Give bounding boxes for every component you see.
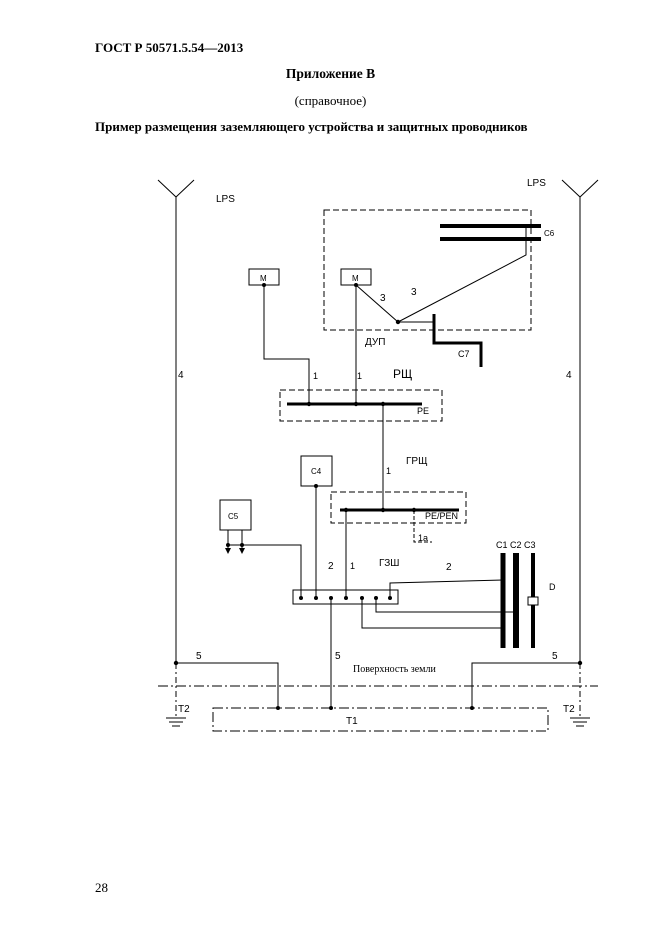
rsch-label: РЩ bbox=[393, 367, 412, 381]
appendix-title: Приложение В bbox=[285, 66, 376, 81]
c5-label: C5 bbox=[228, 512, 239, 521]
air-terminal-right bbox=[561, 179, 599, 663]
c6-label: C6 bbox=[544, 229, 555, 238]
c7-label: C7 bbox=[458, 349, 470, 359]
conductor-4-label-right: 4 bbox=[566, 370, 572, 381]
dup-label: ДУП bbox=[365, 337, 385, 348]
ground-surface-label: Поверхность земли bbox=[353, 664, 437, 675]
gzsh-label: ГЗШ bbox=[379, 558, 399, 569]
c5-box bbox=[219, 499, 252, 531]
t1-electrode bbox=[212, 707, 549, 732]
conductor-1-label-d: 1 bbox=[350, 561, 355, 571]
page-number: 28 bbox=[95, 880, 108, 895]
t2-label-right: T2 bbox=[563, 704, 575, 715]
conductor-3-label-a: 3 bbox=[380, 293, 386, 304]
standard-number: ГОСТ Р 50571.5.54—2013 bbox=[95, 40, 244, 55]
conductor-5-label-mid: 5 bbox=[335, 651, 341, 662]
grsch-label: ГРЩ bbox=[406, 456, 427, 467]
conductor-1-label-c: 1 bbox=[386, 466, 391, 476]
pe-pen-label: PE/PEN bbox=[425, 511, 458, 521]
motor-label-2: M bbox=[352, 274, 359, 283]
t1-label: T1 bbox=[346, 716, 358, 727]
appendix-type: (справочное) bbox=[294, 93, 367, 108]
figure-caption: Пример размещения заземляющего устройств… bbox=[95, 119, 528, 134]
conductor-2-label-b: 2 bbox=[446, 562, 452, 573]
conductor-3-label-b: 3 bbox=[411, 287, 417, 298]
motor-label-1: M bbox=[260, 274, 267, 283]
t2-label-left: T2 bbox=[178, 704, 190, 715]
conductor-1-label-a: 1 bbox=[313, 371, 318, 381]
conductor-2-label-a: 2 bbox=[328, 561, 334, 572]
conductor-1a-label: 1a bbox=[418, 533, 428, 543]
rsch-frame bbox=[279, 389, 443, 422]
d-connector bbox=[527, 596, 539, 606]
dup-area-frame bbox=[323, 209, 532, 331]
c1-c2-c3-label: C1 C2 C3 bbox=[496, 540, 536, 550]
conductor-4-label-left: 4 bbox=[178, 370, 184, 381]
d-label: D bbox=[549, 582, 556, 592]
conductor-1-label-b: 1 bbox=[357, 371, 362, 381]
pe-label: PE bbox=[417, 406, 429, 416]
grsch-frame bbox=[330, 491, 467, 524]
air-terminal-left bbox=[157, 179, 195, 663]
conductor-5-label-right: 5 bbox=[552, 651, 558, 662]
gzsh-bar bbox=[292, 589, 399, 605]
c4-label: C4 bbox=[311, 467, 322, 476]
lps-label-left: LPS bbox=[216, 194, 235, 205]
conductor-5-label-left: 5 bbox=[196, 651, 202, 662]
lps-label-right: LPS bbox=[527, 178, 546, 189]
